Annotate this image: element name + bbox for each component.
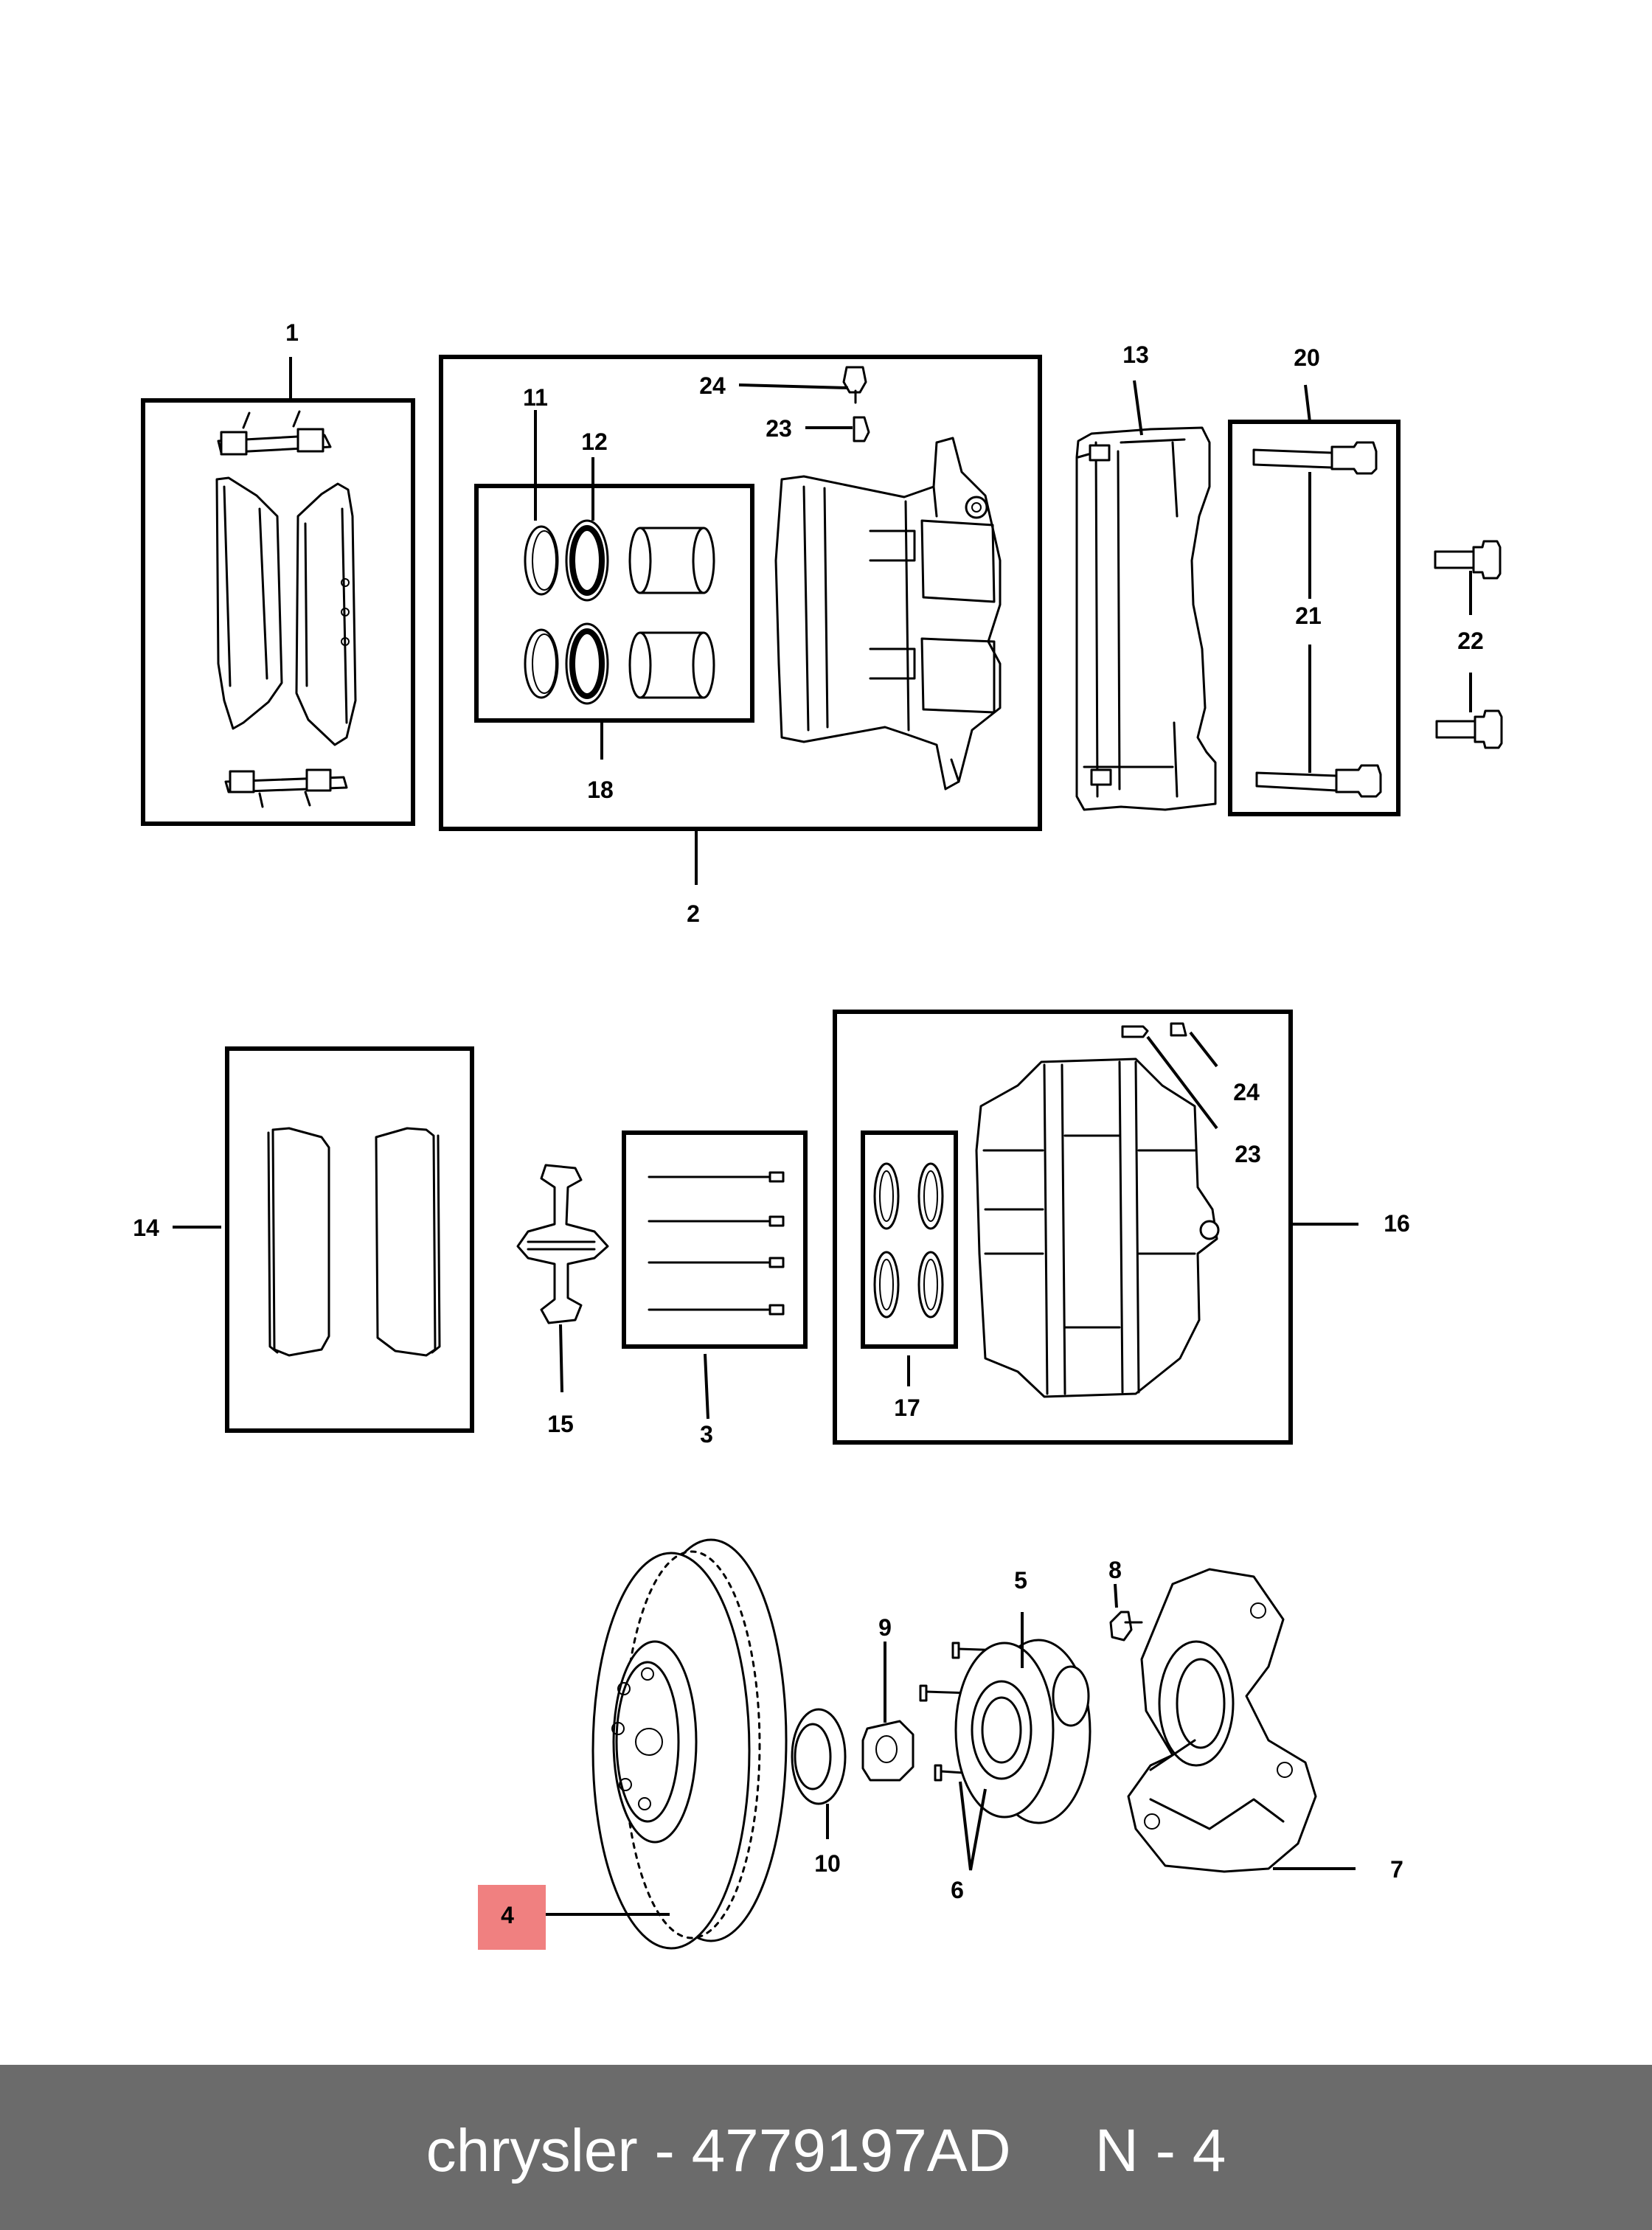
pad-kit-group [141, 398, 415, 826]
callout-24-mid: 24 [1233, 1079, 1260, 1105]
mounting-bolts [1434, 540, 1503, 749]
callout-14: 14 [133, 1215, 159, 1241]
callout-3: 3 [700, 1421, 713, 1448]
shield-bolt [1109, 1611, 1143, 1642]
callout-23-top: 23 [766, 415, 792, 442]
dust-cap [791, 1708, 847, 1805]
leader-lines [173, 357, 1472, 1916]
callout-8: 8 [1108, 1557, 1122, 1583]
callout-9: 9 [878, 1614, 892, 1641]
callout-4: 4 [501, 1902, 514, 1928]
callout-22: 22 [1457, 628, 1484, 654]
fixed-caliper-assembly [833, 1010, 1293, 1445]
callout-6: 6 [951, 1877, 964, 1903]
brake-parts-diagram: 1 2 3 4 5 6 7 8 9 10 11 12 13 14 15 16 1… [133, 319, 1503, 1950]
callout-16: 16 [1384, 1210, 1410, 1237]
callout-12: 12 [581, 428, 608, 455]
footer-bar: chrysler - 4779197AD N - 4 [0, 2065, 1652, 2230]
callout-15: 15 [547, 1411, 574, 1437]
pad-abutment-clip [516, 1164, 609, 1324]
brake-rotor [591, 1538, 788, 1950]
callout-highlight [478, 1885, 546, 1950]
callout-5: 5 [1014, 1567, 1027, 1594]
brake-pad-set [225, 1046, 474, 1433]
caliper-assembly-group [439, 355, 1042, 831]
hub-bearing-assembly [919, 1639, 1092, 1824]
dust-shield [1127, 1568, 1317, 1873]
callout-10: 10 [814, 1850, 841, 1877]
callout-7: 7 [1390, 1856, 1403, 1883]
callout-18: 18 [587, 777, 614, 803]
guide-pin-bolt-group [1228, 420, 1401, 816]
callout-20: 20 [1294, 344, 1320, 371]
callout-13: 13 [1122, 341, 1149, 368]
caliper-bracket [1075, 426, 1217, 811]
pad-pin-set [622, 1130, 808, 1349]
callout-23-mid: 23 [1235, 1141, 1261, 1167]
callout-1: 1 [285, 319, 299, 346]
callout-labels: 1 2 3 4 5 6 7 8 9 10 11 12 13 14 15 16 1… [133, 319, 1484, 1928]
callout-2: 2 [687, 900, 700, 927]
hub-nut [861, 1720, 914, 1782]
callout-24-top: 24 [699, 372, 726, 399]
callout-17: 17 [894, 1394, 920, 1421]
part-number-caption: chrysler - 4779197AD N - 4 [426, 2117, 1226, 2184]
callout-21: 21 [1295, 602, 1322, 629]
callout-11: 11 [523, 384, 548, 411]
